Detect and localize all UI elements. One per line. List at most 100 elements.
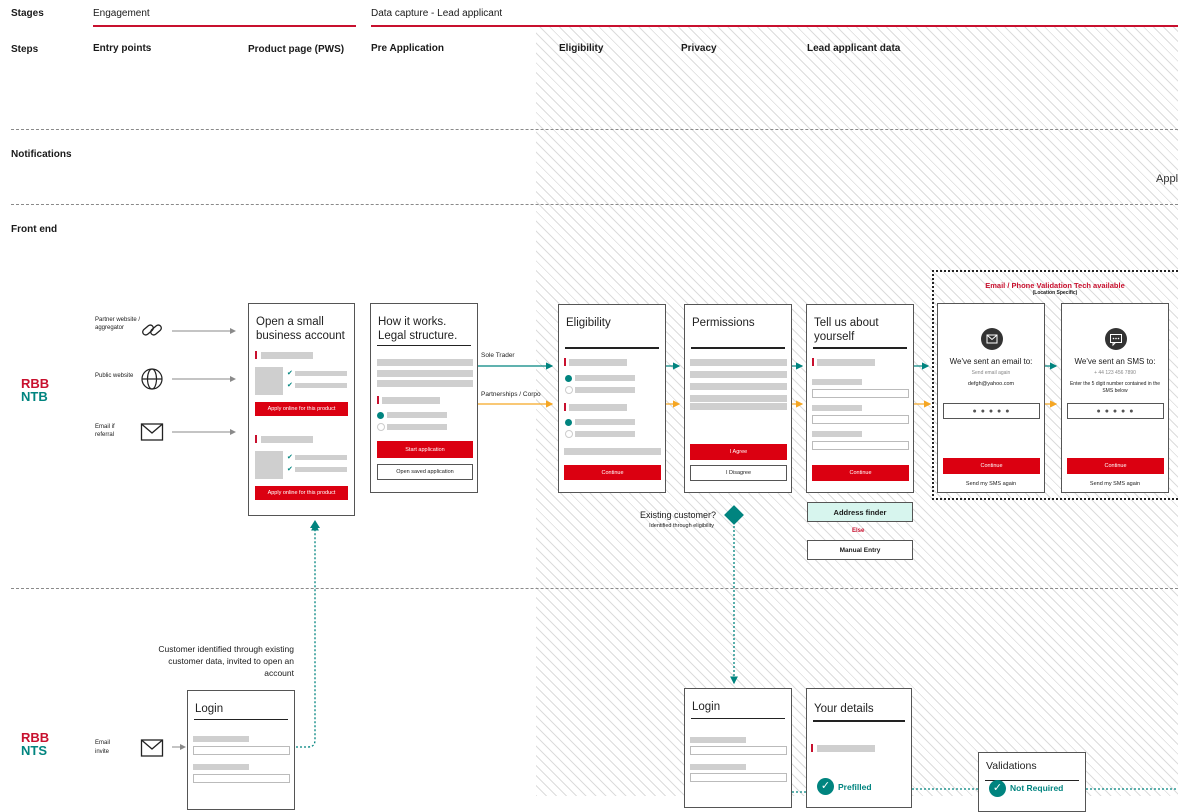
eligibility-card-title: Eligibility <box>566 317 611 329</box>
password-field[interactable] <box>193 774 290 783</box>
product-card-title: Open a small business account <box>256 316 345 342</box>
field-label-bar <box>690 764 746 770</box>
entry-email-label: Email if referral <box>95 424 115 438</box>
title-rule <box>813 347 907 349</box>
envelope-icon <box>140 423 164 441</box>
username-field[interactable] <box>193 746 290 755</box>
step-eligibility: Eligibility <box>559 43 604 54</box>
text-field[interactable] <box>812 389 909 398</box>
lane-divider-notifications <box>11 129 1178 130</box>
text-field[interactable] <box>812 441 909 450</box>
email-invite-label: Email invite <box>95 740 111 755</box>
envelope-invite-icon <box>140 739 164 757</box>
not-required-check-icon: ✓ <box>989 780 1006 797</box>
step-lead-applicant-data: Lead applicant data <box>807 43 901 54</box>
open-saved-application-button[interactable]: Open saved application <box>377 464 473 480</box>
placeholder-bar <box>575 375 635 381</box>
placeholder-bar <box>575 419 635 425</box>
sms-badge-icon <box>1105 328 1127 350</box>
check-icon: ✔ <box>287 370 293 377</box>
tell-us-continue-button[interactable]: Continue <box>812 465 909 481</box>
pre-app-card-title: How it works. Legal structure. <box>378 316 458 342</box>
sms-continue-button[interactable]: Continue <box>1067 458 1164 474</box>
manual-entry-box[interactable]: Manual Entry <box>807 540 913 560</box>
steps-label: Steps <box>11 44 39 55</box>
stage-data-capture: Data capture - Lead applicant <box>371 8 503 19</box>
address-else-label: Else <box>852 528 865 534</box>
image-placeholder <box>255 451 283 479</box>
address-finder-box[interactable]: Address finder <box>807 502 913 522</box>
title-rule <box>691 718 785 719</box>
email-badge-icon <box>981 328 1003 350</box>
send-email-again-link[interactable]: Send email again <box>971 370 1011 376</box>
tell-us-card: Tell us about yourself Continue <box>806 304 914 493</box>
apply-online-button[interactable]: Apply online for this product <box>255 402 348 416</box>
radio-unselected[interactable] <box>565 430 573 438</box>
placeholder-bar <box>295 383 347 388</box>
title-rule <box>565 347 659 349</box>
start-application-button[interactable]: Start application <box>377 441 473 458</box>
title-rule <box>985 780 1079 781</box>
placeholder-bar <box>261 352 313 359</box>
login-card-nts: Login <box>187 690 295 810</box>
placeholder-bar <box>690 403 787 410</box>
placeholder-bar <box>387 424 447 430</box>
radio-unselected[interactable] <box>565 386 573 394</box>
details-marker <box>811 744 813 752</box>
pre-app-marker <box>377 396 379 404</box>
check-icon: ✔ <box>287 382 293 389</box>
sms-phone-number: + 44 123 456 7890 <box>1094 370 1136 376</box>
radio-selected[interactable] <box>565 419 572 426</box>
email-continue-button[interactable]: Continue <box>943 458 1040 474</box>
permissions-card-title: Permissions <box>692 317 755 329</box>
email-heading: We've sent an email to: <box>949 357 1033 366</box>
placeholder-bar <box>575 387 635 393</box>
email-resend-link[interactable]: Send my SMS again <box>965 481 1017 487</box>
segment-nts-top: RBB <box>21 730 50 745</box>
eligibility-card: Eligibility Continue <box>558 304 666 493</box>
lane-front-end: Front end <box>11 224 58 235</box>
pre-application-card: How it works. Legal structure. Start app… <box>370 303 478 493</box>
data-capture-stage-line <box>371 25 1178 27</box>
field-label-bar <box>812 379 862 385</box>
placeholder-bar <box>382 397 440 404</box>
placeholder-bar <box>690 359 787 366</box>
placeholder-bar <box>295 371 347 376</box>
email-code-input[interactable]: ● ● ● ● ● <box>943 403 1040 419</box>
login-card-title: Login <box>195 703 224 715</box>
prefilled-label: Prefilled <box>838 782 872 792</box>
stage-engagement: Engagement <box>93 8 150 19</box>
field-label-bar <box>193 736 249 742</box>
disagree-button[interactable]: I Disagree <box>690 465 787 481</box>
text-field[interactable] <box>812 415 909 424</box>
prefilled-check-icon: ✓ <box>817 778 834 795</box>
product-card-marker <box>255 351 257 359</box>
step-entry-points: Entry points <box>93 43 152 54</box>
placeholder-bar <box>569 404 627 411</box>
apply-online-button-2[interactable]: Apply online for this product <box>255 486 348 500</box>
sms-code-input[interactable]: ● ● ● ● ● <box>1067 403 1164 419</box>
tell-us-card-title: Tell us about yourself <box>814 317 879 343</box>
sms-resend-link[interactable]: Send my SMS again <box>1089 481 1141 487</box>
validations-title: Validations <box>986 760 1037 772</box>
radio-selected[interactable] <box>377 412 384 419</box>
placeholder-bar <box>377 380 473 387</box>
eligibility-continue-button[interactable]: Continue <box>564 465 661 480</box>
radio-unselected[interactable] <box>377 423 385 431</box>
your-details-title: Your details <box>814 703 874 715</box>
username-field[interactable] <box>690 746 787 755</box>
login-card-existing: Login <box>684 688 792 808</box>
check-icon: ✔ <box>287 466 293 473</box>
lane-divider-front-end <box>11 204 1178 205</box>
password-field[interactable] <box>690 773 787 782</box>
placeholder-bar <box>690 371 787 378</box>
title-rule <box>194 719 288 720</box>
step-privacy: Privacy <box>681 43 717 54</box>
placeholder-bar <box>377 370 473 377</box>
agree-button[interactable]: I Agree <box>690 444 787 460</box>
radio-selected[interactable] <box>565 375 572 382</box>
placeholder-bar <box>261 436 313 443</box>
permissions-card: Permissions I Agree I Disagree <box>684 304 792 493</box>
placeholder-bar <box>295 455 347 460</box>
